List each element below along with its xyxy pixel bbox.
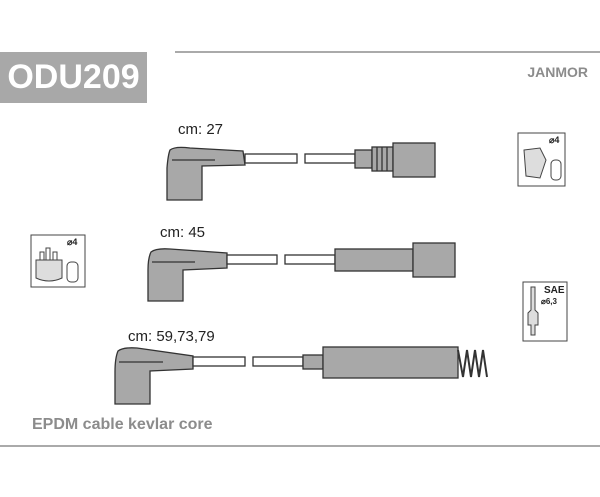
angled-boot (166, 146, 246, 201)
distributor-diameter: ⌀4 (67, 237, 78, 247)
brand-name: JANMOR (527, 64, 588, 80)
angled-boot (147, 248, 228, 302)
cable-3-length: cm: 59,73,79 (128, 328, 215, 345)
cable-description: EPDM cable kevlar core (32, 416, 213, 433)
cable-3 (114, 346, 488, 405)
spring-connector (322, 346, 459, 379)
cable-2 (147, 242, 456, 302)
straight-connector (334, 248, 414, 272)
product-code: ODU209 (0, 52, 147, 103)
cable-2-length: cm: 45 (160, 224, 206, 241)
coil-diameter: ⌀4 (549, 135, 560, 145)
spark-plug-standard: SAE (544, 285, 565, 296)
angled-boot (114, 347, 194, 405)
cable-1 (166, 142, 436, 201)
spark-plug-diameter: ⌀6,3 (541, 297, 557, 306)
coil-connector (354, 149, 373, 169)
cable-1-length: cm: 27 (178, 121, 224, 138)
